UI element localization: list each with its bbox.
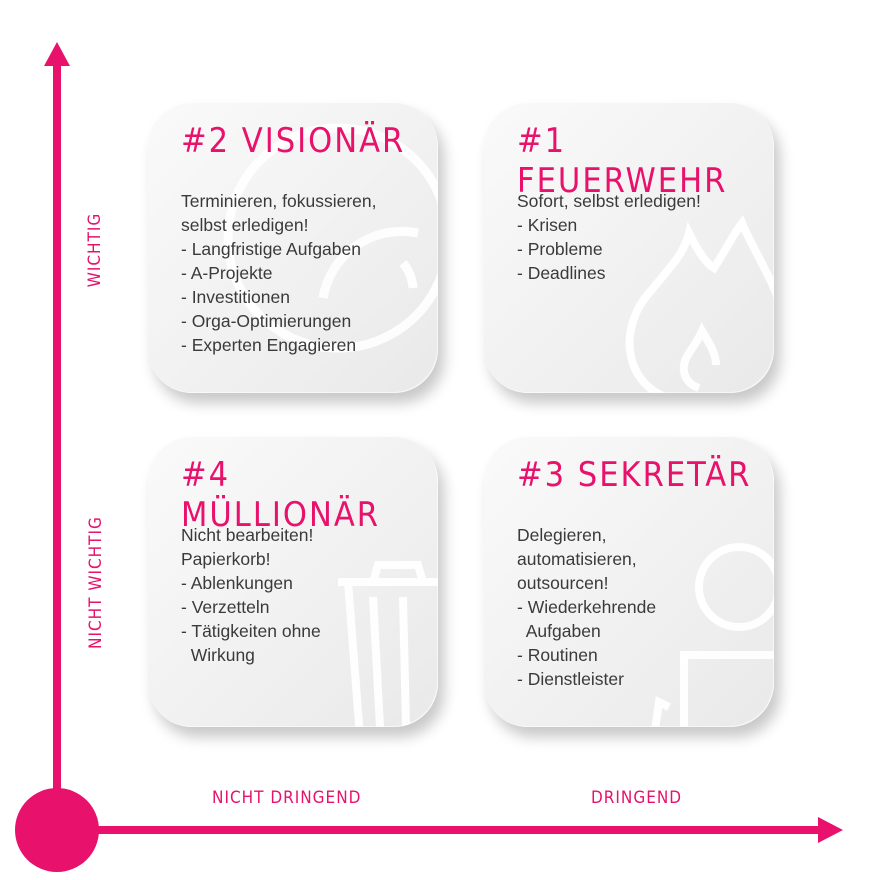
person-icon	[651, 543, 774, 727]
text-line: - Krisen	[517, 215, 578, 235]
quadrant-sekretaer: #3 SEKRETÄR Delegieren, automatisieren, …	[484, 437, 774, 727]
trash-icon	[338, 561, 438, 727]
quadrant-text: Nicht bearbeiten! Papierkorb! - Ablenkun…	[181, 523, 321, 667]
x-axis-left-label: NICHT DRINGEND	[212, 788, 362, 808]
quadrant-title: #3 SEKRETÄR	[517, 455, 752, 495]
text-line: outsourcen!	[517, 573, 609, 593]
flame-icon	[625, 215, 774, 393]
origin-dot	[15, 788, 99, 872]
text-line: Papierkorb!	[181, 549, 271, 569]
text-line: - Investitionen	[181, 287, 290, 307]
y-axis-top-label: WICHTIG	[85, 212, 105, 288]
text-line: - A-Projekte	[181, 263, 273, 283]
quadrant-text: Terminieren, fokussieren, selbst erledig…	[181, 189, 377, 357]
quadrant-title: #1 FEUERWEHR	[517, 121, 728, 201]
quadrant-feuerwehr: #1 FEUERWEHR Sofort, selbst erledigen! -…	[484, 103, 774, 393]
text-line: Nicht bearbeiten!	[181, 525, 314, 545]
text-line: - Probleme	[517, 239, 603, 259]
text-line: - Dienstleister	[517, 669, 624, 689]
text-line: Terminieren, fokussieren,	[181, 191, 377, 211]
text-line: Sofort, selbst erledigen!	[517, 191, 701, 211]
text-line: - Wiederkehrende	[517, 597, 657, 617]
text-line: - Ablenkungen	[181, 573, 293, 593]
quadrant-muellionaer: #4 MÜLLIONÄR Nicht bearbeiten! Papierkor…	[148, 437, 438, 727]
quadrant-title: #4 MÜLLIONÄR	[181, 455, 380, 535]
text-line: Wirkung	[181, 645, 255, 665]
text-line: - Tätigkeiten ohne	[181, 621, 321, 641]
text-line: - Routinen	[517, 645, 598, 665]
text-line: automatisieren,	[517, 549, 637, 569]
quadrant-text: Delegieren, automatisieren, outsourcen! …	[517, 523, 656, 691]
text-line: - Deadlines	[517, 263, 606, 283]
x-axis-arrow	[818, 817, 843, 843]
y-axis-bottom-label: NICHT WICHTIG	[86, 516, 106, 649]
text-line: Delegieren,	[517, 525, 607, 545]
quadrant-title: #2 VISIONÄR	[181, 121, 406, 161]
text-line: Aufgaben	[517, 621, 601, 641]
text-line: - Verzetteln	[181, 597, 270, 617]
quadrant-text: Sofort, selbst erledigen! - Krisen - Pro…	[517, 189, 701, 285]
quadrant-visionaer: #2 VISIONÄR Terminieren, fokussieren, se…	[148, 103, 438, 393]
text-line: selbst erledigen!	[181, 215, 309, 235]
text-line: - Orga-Optimierungen	[181, 311, 352, 331]
y-axis-arrow	[44, 42, 70, 66]
text-line: - Langfristige Aufgaben	[181, 239, 361, 259]
target-icon	[223, 123, 438, 353]
text-line: - Experten Engagieren	[181, 335, 357, 355]
x-axis-right-label: DRINGEND	[591, 788, 683, 808]
